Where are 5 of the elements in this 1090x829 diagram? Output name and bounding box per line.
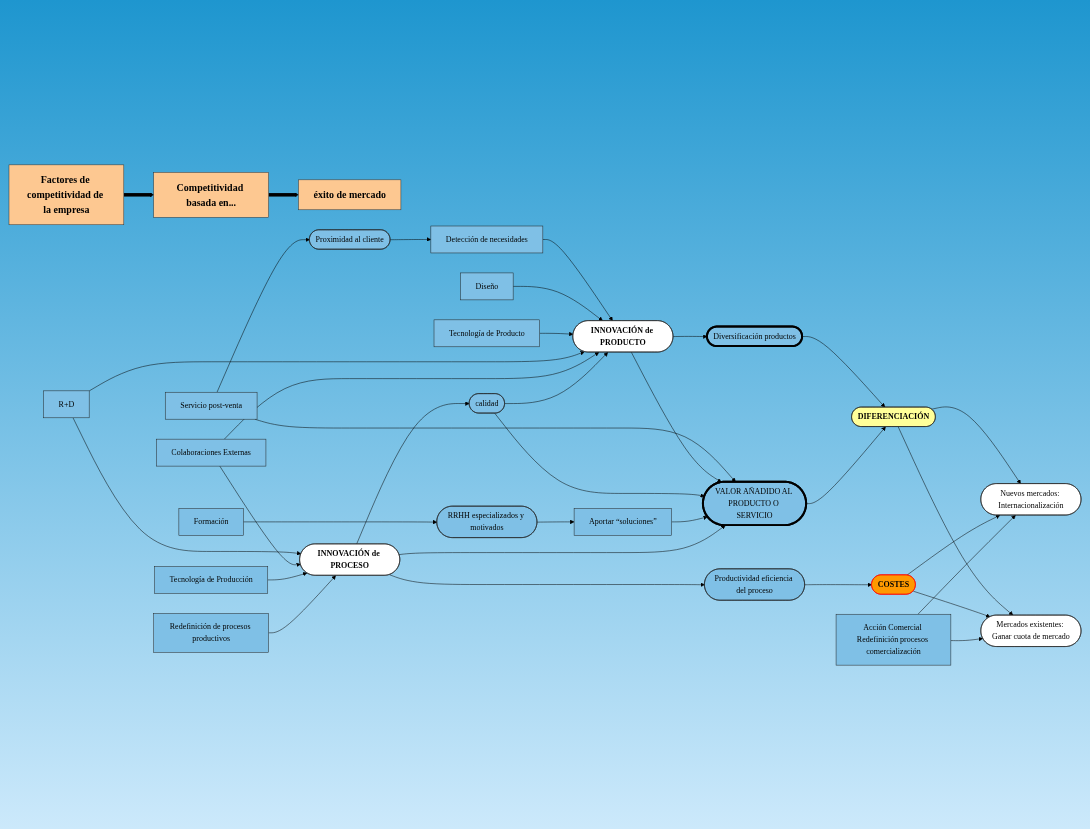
arrow: [123, 192, 154, 197]
node-box: éxito de mercado: [298, 179, 402, 210]
arrow: [268, 192, 299, 197]
node-box: Competitividad basada en...: [153, 171, 269, 217]
node-box: Factores de competitividad de la empresa: [8, 164, 125, 225]
